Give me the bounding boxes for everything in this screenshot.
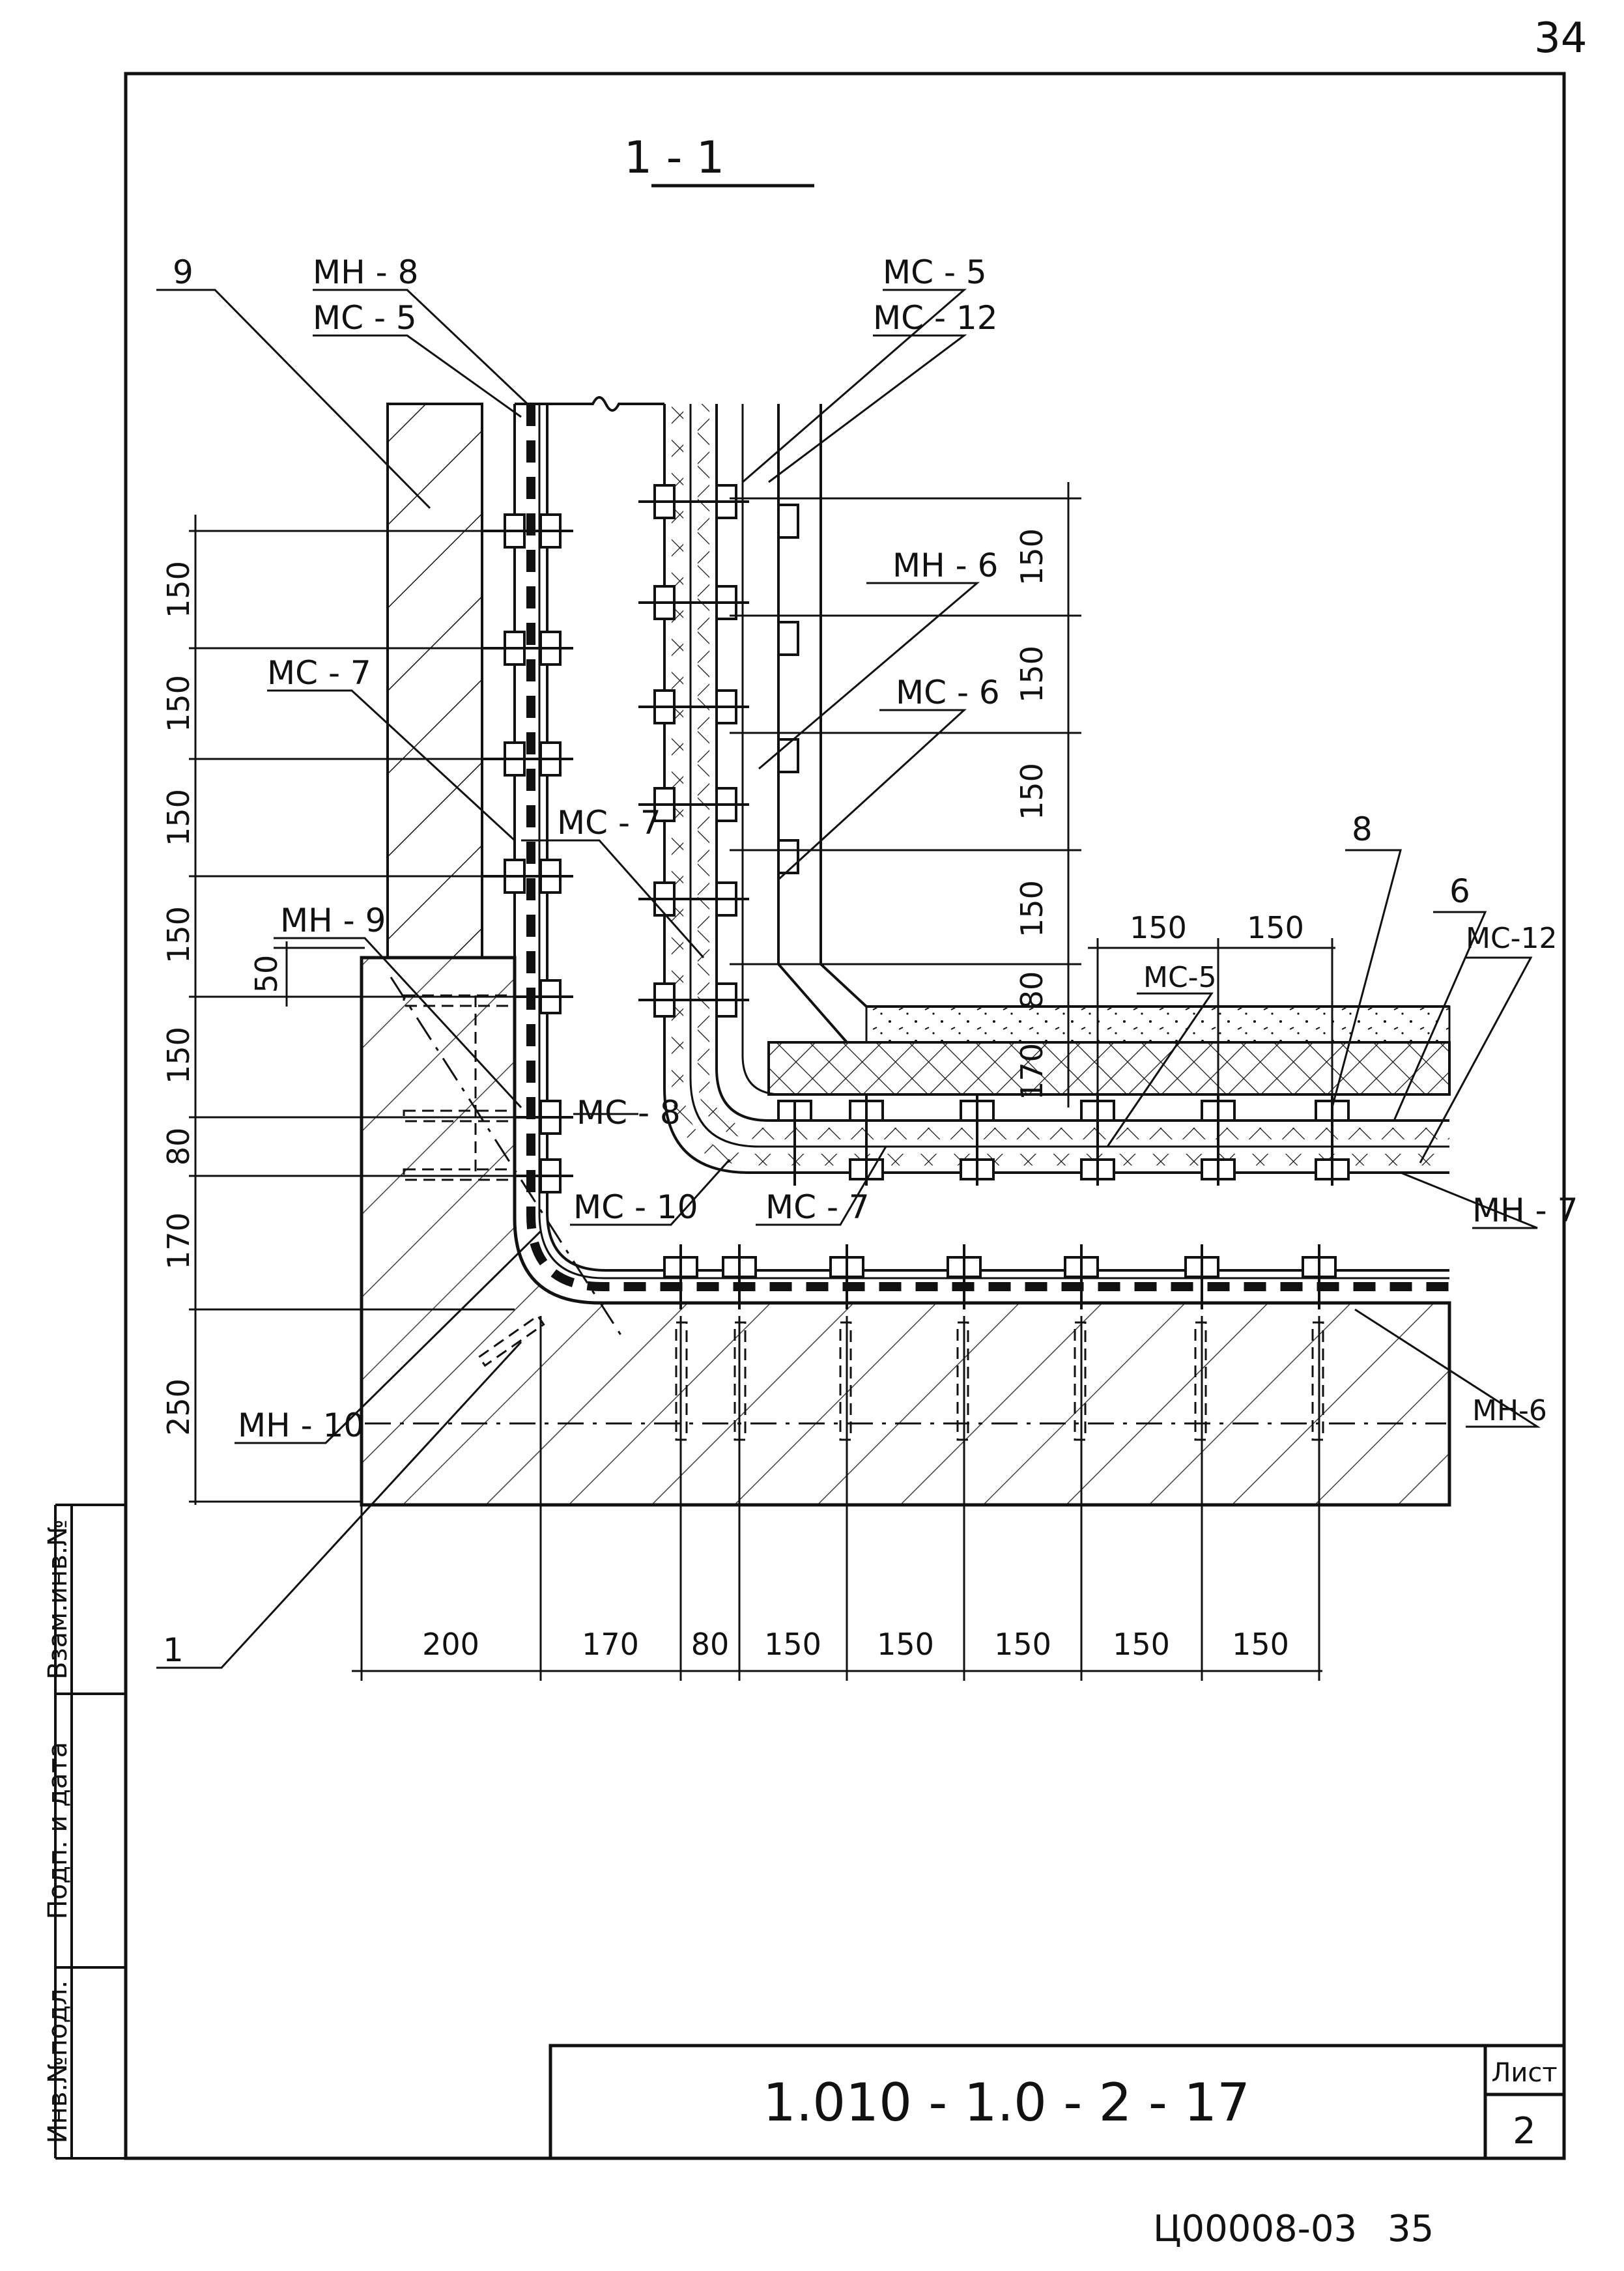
- stamp-orig-inv: Инв.№подл.: [43, 1980, 73, 2144]
- dim-bottom-8: 150: [1232, 1627, 1289, 1662]
- bolts-outer-horizontal: [663, 1244, 1337, 1309]
- dim-left-2: 150: [161, 675, 196, 732]
- dim-bottom-4: 150: [764, 1627, 821, 1662]
- outer-membrane: [513, 404, 1449, 1304]
- callout-mc6: МС - 6: [896, 674, 1000, 711]
- callout-mc10: МС - 10: [573, 1188, 698, 1226]
- dim-left-7: 80: [161, 1128, 196, 1166]
- callout-mc5-top: МС - 5: [883, 253, 987, 291]
- stamp-replaced-inv: Взам.инв.№: [43, 1519, 73, 1679]
- dim-left-8: 170: [161, 1212, 196, 1270]
- dimension-chain-bottom: [352, 1316, 1322, 1681]
- dim-bottom-3: 80: [691, 1627, 730, 1662]
- callout-mc7-low: МС - 7: [765, 1188, 870, 1226]
- dim-right-4: 150: [1014, 880, 1049, 937]
- leader-lines: [156, 289, 1541, 1669]
- bolts-outer-vertical: [482, 513, 573, 1193]
- dim-right-5: 80: [1014, 971, 1049, 1010]
- callout-8: 8: [1352, 810, 1373, 848]
- bolts-inner-horizontal: [777, 1094, 1350, 1186]
- dim-bottom-6: 150: [994, 1627, 1051, 1662]
- callout-mn10: МН - 10: [238, 1407, 364, 1444]
- callout-mc5-left: МС - 5: [313, 299, 417, 337]
- existing-wall-hatch: [386, 403, 483, 959]
- callout-mn7: МН - 7: [1472, 1192, 1578, 1229]
- callout-mn9: МН - 9: [280, 902, 386, 939]
- dimension-chain-right: [730, 482, 1081, 1107]
- title-block: [548, 2044, 1566, 2160]
- side-stamp: [54, 1504, 127, 2160]
- dim-right-6: 170: [1014, 1043, 1049, 1100]
- dim-left-9: 250: [161, 1378, 196, 1436]
- bolts-inner-vertical: [638, 484, 799, 1018]
- callout-mc7-left: МС - 7: [267, 654, 371, 692]
- page-number: 34: [1534, 14, 1587, 63]
- dim-left-6: 150: [161, 1027, 196, 1084]
- dim-bottom-5: 150: [877, 1627, 934, 1662]
- callout-mn6-upper: МН - 6: [892, 547, 998, 584]
- dim-bottom-1: 200: [422, 1627, 479, 1662]
- dim-bottom-7: 150: [1113, 1627, 1170, 1662]
- callout-6: 6: [1449, 872, 1470, 910]
- dim-right-3: 150: [1014, 763, 1049, 820]
- floor-layers: [767, 1005, 1451, 1096]
- callout-9: 9: [173, 253, 193, 291]
- dim-top-1: 150: [1130, 910, 1187, 945]
- section-title: 1 - 1: [624, 132, 724, 184]
- callout-mn6-lower: МН-6: [1472, 1394, 1547, 1427]
- dim-left-3: 150: [161, 789, 196, 846]
- break-line: [515, 396, 664, 412]
- callout-mc7-mid: МС - 7: [557, 804, 661, 842]
- stamp-sign-date: Подп. и дата: [43, 1742, 73, 1919]
- sheet-number: 2: [1513, 2110, 1536, 2152]
- drawing-code: 1.010 - 1.0 - 2 - 17: [763, 2072, 1250, 2133]
- footer-number: 35: [1388, 2208, 1434, 2250]
- callout-mc12-top: МС - 12: [873, 299, 998, 337]
- dim-right-2: 150: [1014, 646, 1049, 703]
- callout-mc5-right: МС-5: [1143, 961, 1217, 994]
- dim-right-1: 150: [1014, 528, 1049, 586]
- dim-left-1: 150: [161, 561, 196, 618]
- callout-mc12-right: МС-12: [1466, 922, 1558, 955]
- callout-mc8: МС - 8: [577, 1094, 681, 1132]
- callout-mn8: МН - 8: [313, 253, 418, 291]
- dimension-chain-top: [1088, 938, 1335, 1107]
- sheet-label: Лист: [1491, 2058, 1557, 2088]
- dim-top-2: 150: [1247, 910, 1304, 945]
- callout-1: 1: [163, 1631, 184, 1669]
- footer-stamp: Ц00008-03: [1153, 2208, 1357, 2250]
- dim-left-5: 50: [249, 955, 284, 993]
- dim-left-4: 150: [161, 906, 196, 964]
- dim-bottom-2: 170: [582, 1627, 639, 1662]
